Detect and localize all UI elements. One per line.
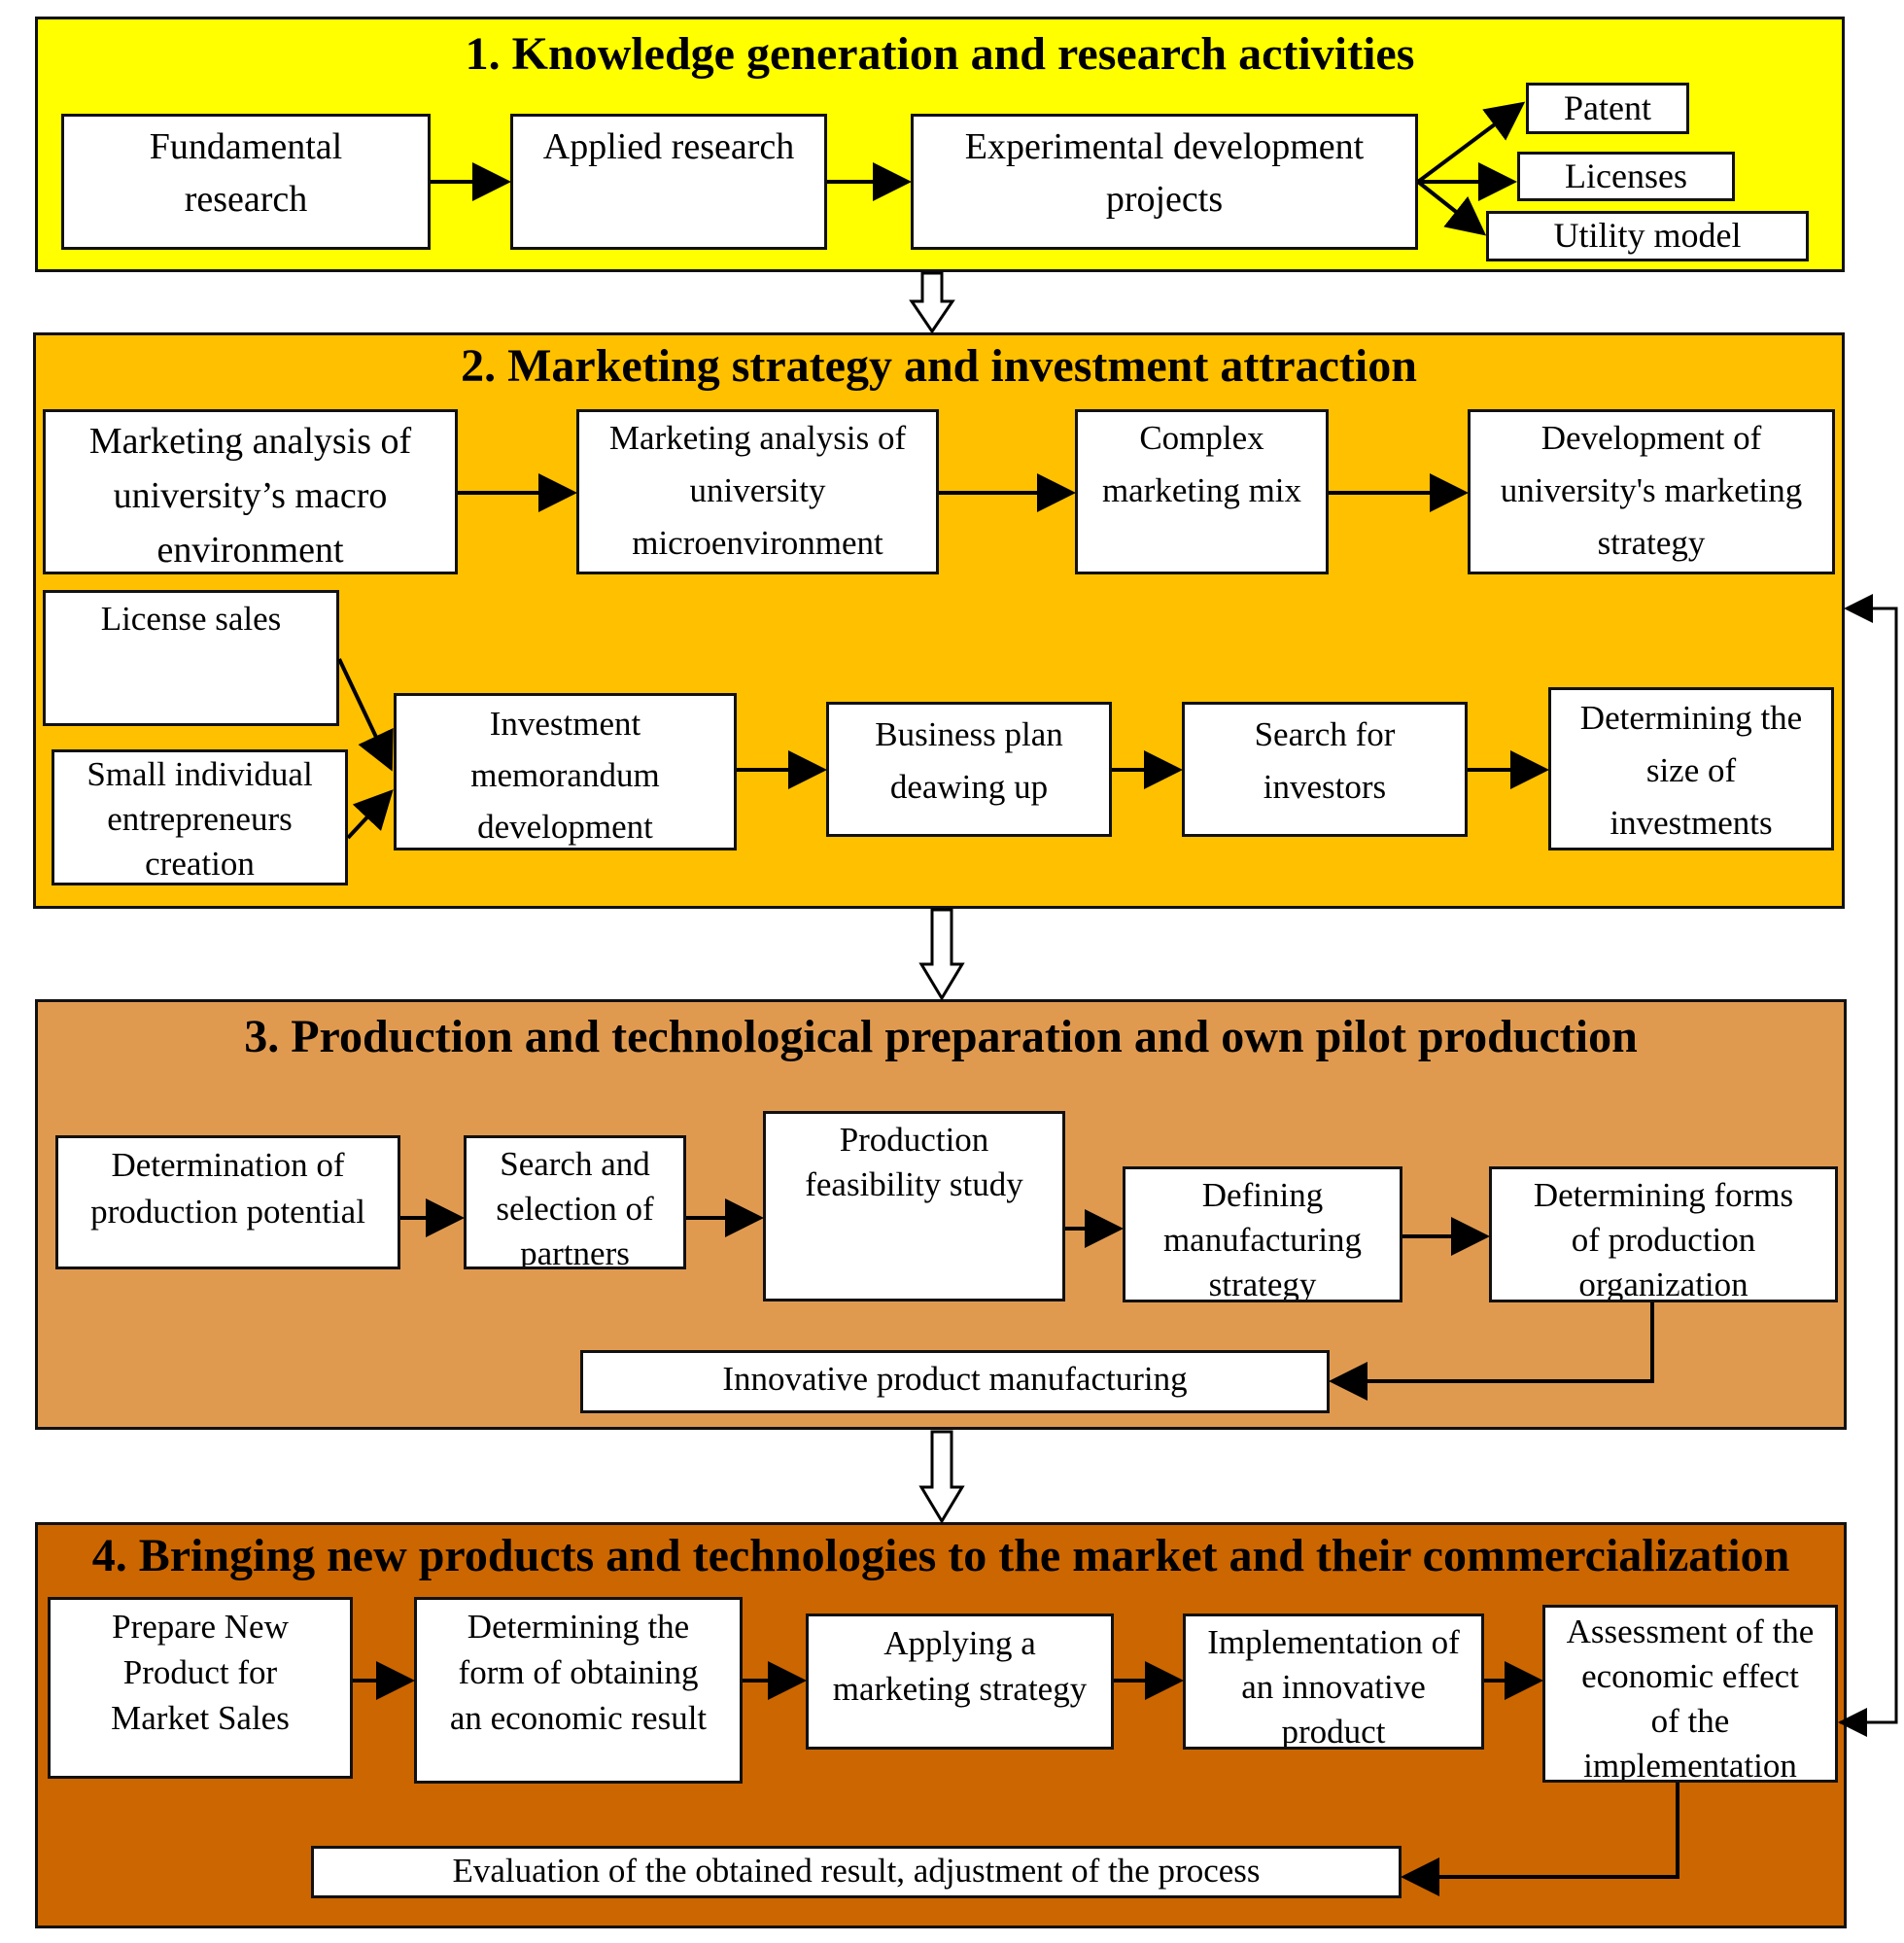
box-line: Experimental development bbox=[964, 126, 1365, 167]
box-line: Determination of bbox=[111, 1146, 345, 1184]
box-line: organization bbox=[1578, 1266, 1748, 1302]
block-arrow-3-to-4 bbox=[918, 1430, 965, 1524]
box-license-sales: License sales bbox=[43, 590, 339, 726]
box-partners: Search and selection of partners bbox=[464, 1135, 686, 1269]
box-line: Defining bbox=[1201, 1176, 1324, 1214]
feedback-line bbox=[1840, 594, 1898, 1724]
box-line: Development of bbox=[1541, 419, 1762, 457]
box-licenses: Licenses bbox=[1517, 152, 1735, 201]
box-line: projects bbox=[1105, 179, 1224, 220]
box-prepare-product: Prepare New Product for Market Sales bbox=[48, 1597, 353, 1779]
block-arrow-2-to-3 bbox=[918, 908, 965, 1001]
box-evaluation: Evaluation of the obtained result, adjus… bbox=[311, 1846, 1402, 1898]
box-manufacturing-strategy: Defining manufacturing strategy bbox=[1123, 1166, 1402, 1302]
box-utility-model: Utility model bbox=[1486, 211, 1809, 261]
box-experimental-development: Experimental development projects bbox=[911, 114, 1418, 250]
box-line: manufacturing bbox=[1162, 1221, 1363, 1259]
box-business-plan: Business plan deawing up bbox=[826, 702, 1112, 837]
box-line: economic effect bbox=[1581, 1657, 1799, 1695]
panel-title: 4. Bringing new products and technologie… bbox=[91, 1530, 1790, 1581]
box-implementation: Implementation of an innovative product bbox=[1183, 1613, 1484, 1750]
box-marketing-strategy-development: Development of university's marketing st… bbox=[1468, 409, 1835, 574]
box-line: investments bbox=[1610, 804, 1773, 842]
box-line: Applying a bbox=[883, 1624, 1036, 1662]
box-line: investors bbox=[1263, 768, 1387, 806]
box-line: partners bbox=[520, 1234, 630, 1269]
box-line: creation bbox=[145, 845, 255, 883]
box-macro-environment: Marketing analysis of university’s macro… bbox=[43, 409, 458, 574]
box-line: feasibility study bbox=[805, 1165, 1023, 1203]
box-line: strategy bbox=[1597, 524, 1706, 562]
box-marketing-mix: Complex marketing mix bbox=[1075, 409, 1329, 574]
box-production-forms: Determining forms of production organiza… bbox=[1489, 1166, 1838, 1302]
box-innovative-manufacturing: Innovative product manufacturing bbox=[580, 1350, 1330, 1413]
box-line: form of obtaining bbox=[458, 1653, 699, 1691]
box-line: memorandum bbox=[470, 756, 660, 794]
box-investment-memorandum: Investment memorandum development bbox=[394, 693, 737, 850]
box-applied-research: Applied research bbox=[510, 114, 827, 250]
box-line: selection of bbox=[496, 1190, 654, 1228]
box-line: Search and bbox=[500, 1145, 650, 1183]
box-line: Investment bbox=[489, 705, 641, 743]
box-apply-strategy: Applying a marketing strategy bbox=[806, 1613, 1114, 1750]
box-line: entrepreneurs bbox=[107, 800, 293, 838]
box-line: marketing strategy bbox=[832, 1670, 1088, 1708]
box-fundamental-research: Fundamental research bbox=[61, 114, 431, 250]
block-arrow-1-to-2 bbox=[909, 271, 955, 334]
box-line: Determining the bbox=[1579, 699, 1803, 737]
box-line: Production bbox=[839, 1121, 989, 1159]
box-line: an economic result bbox=[449, 1699, 708, 1737]
box-patent: Patent bbox=[1526, 83, 1689, 134]
box-assessment: Assessment of the economic effect of the… bbox=[1542, 1605, 1838, 1783]
box-line: of the bbox=[1650, 1702, 1730, 1740]
box-line: Marketing analysis of bbox=[608, 419, 907, 457]
box-line: of production bbox=[1571, 1221, 1756, 1259]
panel-title: 1. Knowledge generation and research act… bbox=[465, 28, 1415, 80]
box-feasibility-study: Production feasibility study bbox=[763, 1111, 1065, 1301]
box-line: strategy bbox=[1208, 1266, 1317, 1302]
box-line: Small individual bbox=[87, 755, 313, 793]
box-line: Product for bbox=[122, 1653, 278, 1691]
box-line: marketing mix bbox=[1101, 471, 1302, 509]
box-line: Determining the bbox=[467, 1608, 690, 1646]
box-line: implementation bbox=[1583, 1747, 1797, 1783]
box-search-investors: Search for investors bbox=[1182, 702, 1468, 837]
box-line: Assessment of the bbox=[1566, 1613, 1815, 1650]
box-line: Determining forms bbox=[1533, 1176, 1794, 1214]
box-line: Market Sales bbox=[111, 1699, 290, 1737]
box-line: production potential bbox=[90, 1193, 365, 1231]
box-line: deawing up bbox=[889, 768, 1049, 806]
box-line: Prepare New bbox=[112, 1608, 289, 1646]
box-line: environment bbox=[156, 530, 344, 571]
box-line: Business plan bbox=[875, 715, 1063, 753]
box-line: Applied research bbox=[542, 126, 795, 167]
box-line: university's marketing bbox=[1500, 471, 1803, 509]
box-line: university’s macro bbox=[113, 475, 388, 516]
panel-title: 3. Production and technological preparat… bbox=[244, 1011, 1638, 1062]
box-production-potential: Determination of production potential bbox=[55, 1135, 400, 1269]
box-investment-size: Determining the size of investments bbox=[1548, 687, 1834, 850]
box-small-entrepreneurs: Small individual entrepreneurs creation bbox=[52, 749, 348, 885]
box-line: product bbox=[1281, 1713, 1386, 1750]
box-economic-result: Determining the form of obtaining an eco… bbox=[414, 1597, 743, 1784]
box-line: size of bbox=[1645, 751, 1737, 789]
panel-title: 2. Marketing strategy and investment att… bbox=[461, 340, 1417, 392]
box-line: research bbox=[184, 179, 308, 220]
box-line: Implementation of bbox=[1207, 1623, 1460, 1661]
box-line: microenvironment bbox=[632, 524, 883, 562]
box-microenvironment: Marketing analysis of university microen… bbox=[576, 409, 939, 574]
box-line: Search for bbox=[1254, 715, 1396, 753]
box-line: development bbox=[477, 808, 653, 846]
box-line: Marketing analysis of bbox=[88, 421, 412, 462]
box-line: university bbox=[689, 471, 826, 509]
box-line: Complex bbox=[1139, 419, 1264, 457]
box-line: Fundamental bbox=[149, 126, 343, 167]
box-line: an innovative bbox=[1241, 1668, 1426, 1706]
